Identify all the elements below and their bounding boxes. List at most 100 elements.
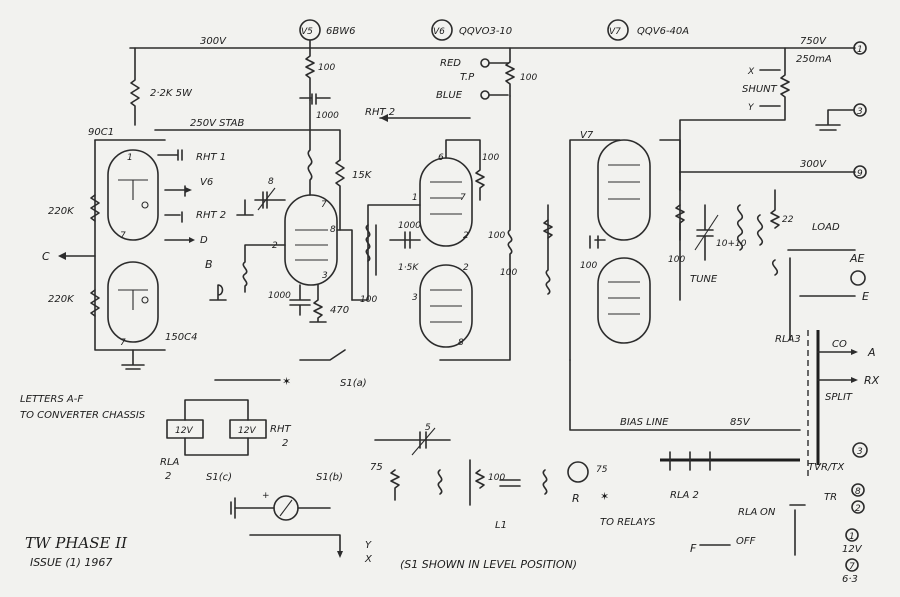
potentiometer[interactable] (567, 461, 589, 483)
svg-text:300V: 300V (800, 159, 827, 170)
svg-text:E: E (862, 290, 869, 303)
v5-ref: V5 (301, 27, 313, 37)
svg-text:7: 7 (120, 338, 126, 348)
terminal-1-label: 1 (857, 45, 863, 55)
svg-text:2: 2 (855, 504, 861, 514)
svg-text:250mA: 250mA (796, 54, 832, 65)
regulator-90c1 (107, 149, 159, 241)
svg-text:1: 1 (849, 532, 855, 542)
svg-text:RHT: RHT (270, 424, 291, 435)
v6-header (431, 19, 453, 41)
svg-text:9: 9 (857, 169, 863, 179)
terminal-9[interactable] (853, 165, 867, 179)
svg-text:75: 75 (370, 462, 383, 473)
svg-text:F: F (690, 542, 697, 555)
reg-left-bus (94, 139, 166, 351)
v6-input-transformer (365, 224, 371, 262)
svg-text:8: 8 (268, 177, 274, 187)
svg-text:470: 470 (330, 305, 349, 316)
svg-text:6: 6 (438, 153, 444, 163)
svg-text:100: 100 (580, 261, 597, 271)
ae-socket[interactable] (850, 270, 866, 286)
res-470 (309, 284, 327, 323)
rht1-contact (157, 149, 183, 161)
svg-text:1000: 1000 (316, 111, 339, 121)
svg-text:85V: 85V (730, 417, 751, 428)
terminal-6v[interactable] (845, 558, 859, 572)
svg-text:ON: ON (760, 507, 776, 518)
svg-text:7: 7 (849, 562, 855, 572)
res-100-tp (505, 47, 515, 97)
terminal-8[interactable] (851, 483, 865, 497)
svg-text:CO: CO (832, 339, 847, 350)
svg-text:LOAD: LOAD (812, 222, 840, 233)
reg-ground (121, 349, 145, 370)
terminal-1[interactable] (853, 41, 867, 55)
svg-text:8: 8 (458, 338, 464, 348)
svg-text:OFF: OFF (736, 536, 756, 547)
res-220k-upper (90, 194, 100, 222)
v6-link (164, 185, 186, 197)
svg-text:3: 3 (857, 107, 863, 117)
svg-text:TO RELAYS: TO RELAYS (600, 517, 656, 528)
v6-lower-tube (419, 264, 473, 348)
svg-text:RLA: RLA (160, 457, 180, 468)
v7-type: QQV6-40A (637, 26, 689, 37)
svg-text:A: A (867, 346, 876, 359)
c-input-label[interactable]: C (42, 250, 50, 263)
v6-type: QQVO3-10 (459, 26, 512, 37)
tp-red[interactable] (480, 58, 490, 68)
stab-line (154, 129, 341, 161)
svg-text:2: 2 (165, 471, 171, 482)
v7-anodes (569, 139, 681, 361)
svg-text:100: 100 (360, 295, 377, 305)
v6-plate-line (439, 95, 513, 361)
svg-text:12V: 12V (238, 426, 256, 436)
svg-text:AE: AE (849, 252, 865, 265)
note-letters-1: LETTERS A-F (20, 394, 83, 405)
svg-text:X: X (364, 554, 373, 565)
res-220k-lower (90, 289, 100, 317)
svg-text:Y: Y (365, 540, 372, 551)
cap-c5 (374, 431, 451, 449)
terminal-2[interactable] (851, 500, 865, 514)
svg-text:S1(c): S1(c) (206, 472, 232, 483)
svg-text:100: 100 (668, 255, 685, 265)
load-coil (771, 259, 779, 276)
shunt-resistor (679, 47, 790, 191)
terminal-12v[interactable] (845, 528, 859, 542)
svg-text:7: 7 (321, 200, 327, 210)
v5-grid-coil (242, 244, 286, 293)
svg-text:100: 100 (488, 231, 505, 241)
svg-text:100: 100 (520, 73, 537, 83)
svg-text:10+10: 10+10 (716, 239, 747, 249)
switch-s1a[interactable] (299, 349, 346, 361)
drawing-issue: ISSUE (1) 1967 (30, 556, 112, 569)
svg-text:V7: V7 (580, 130, 594, 141)
svg-text:V6: V6 (200, 177, 213, 188)
res-22 (770, 189, 780, 229)
svg-text:220K: 220K (48, 294, 75, 305)
tp-blue[interactable] (480, 90, 490, 100)
svg-text:15K: 15K (352, 170, 373, 181)
svg-text:BIAS LINE: BIAS LINE (620, 417, 669, 428)
v5-out-wire (336, 229, 353, 301)
rht2-contact (164, 211, 183, 223)
reg-electrode-b (118, 289, 148, 310)
svg-text:100: 100 (318, 63, 335, 73)
dropper-label: 2·2K 5W (150, 88, 193, 99)
svg-text:SPLIT: SPLIT (825, 392, 853, 403)
v7-lower-tube (597, 257, 651, 344)
b-input-label[interactable]: B (205, 258, 213, 271)
svg-text:S1(b): S1(b) (316, 472, 343, 483)
svg-text:12V: 12V (175, 426, 193, 436)
svg-text:X: X (747, 67, 755, 77)
regulator-150c4 (107, 261, 159, 343)
svg-text:2: 2 (272, 241, 278, 251)
svg-text:7: 7 (460, 193, 466, 203)
svg-text:3: 3 (412, 293, 418, 303)
svg-text:S1(a): S1(a) (340, 378, 367, 389)
terminal-tvr[interactable] (852, 442, 868, 458)
stab-label: 250V STAB (190, 118, 244, 129)
l1-coil (542, 469, 548, 495)
